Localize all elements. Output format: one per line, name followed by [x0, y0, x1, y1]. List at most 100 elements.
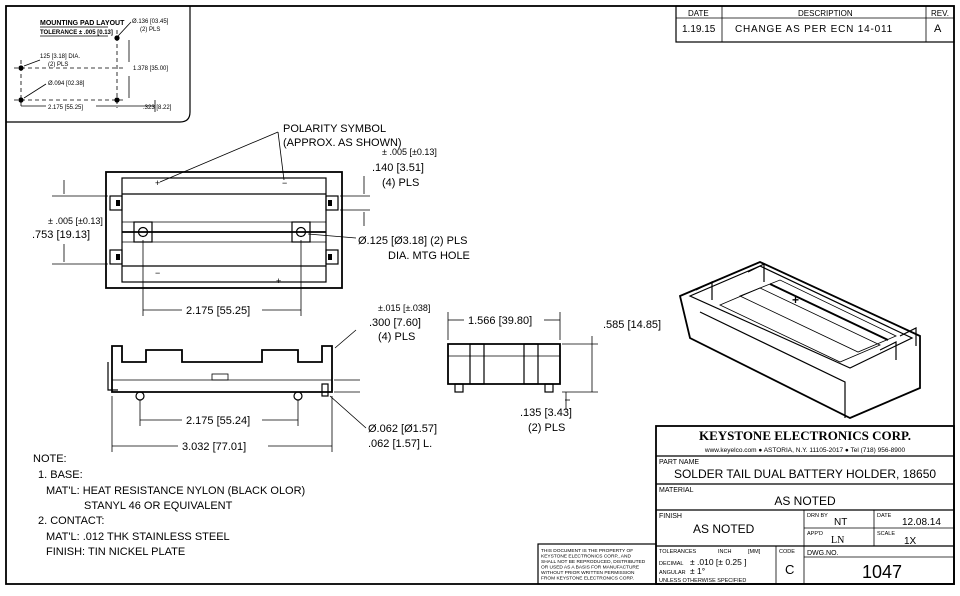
rev-description: CHANGE AS PER ECN 14-011	[735, 24, 893, 35]
minus-mark-bottom: −	[155, 268, 160, 278]
drawn-by-label: DRN BY	[807, 513, 828, 519]
title-block: KEYSTONE ELECTRONICS CORP. www.keyelco.c…	[655, 425, 955, 585]
pad-diameter-label: Ø.094 [02.38]	[48, 81, 85, 87]
top-view: + − − + POLARITY SYMBOL (APPROX. AS SHOW…	[32, 123, 470, 317]
tab-width-tol: ± .005 [±0.13]	[382, 147, 437, 157]
drawn-by: NT	[834, 517, 847, 528]
decimal-tolerance: ± .010 [± 0.25 ]	[690, 557, 747, 567]
angular-tolerance: ± 1°	[690, 566, 705, 576]
side-pin-1	[135, 391, 145, 401]
width-dim: .753 [19.13]	[32, 229, 90, 241]
drawn-date: 12.08.14	[902, 517, 941, 528]
plus-mark-top: +	[155, 178, 160, 188]
mounting-hole-left	[137, 226, 149, 238]
rev-header-date: DATE	[688, 9, 709, 18]
pin-diameter: Ø.062 [Ø1.57]	[368, 423, 437, 435]
material-value: AS NOTED	[774, 494, 836, 508]
minus-mark-top: −	[282, 178, 287, 188]
pad-vertical-dim: 1.378 [35.00]	[133, 66, 168, 72]
isometric-view: +	[678, 261, 921, 419]
disclaimer-line-4: OR USED AS A BASIS FOR MANUFACTURE	[541, 565, 639, 571]
mounting-pad-frame	[6, 6, 191, 123]
notes: NOTE: 1. BASE: MAT'L: HEAT RESISTANCE NY…	[33, 453, 305, 558]
pad-hole-large-qty: (2) PLS	[140, 27, 160, 33]
width-tol: ± .005 [±0.13]	[48, 216, 103, 226]
sheet-border	[5, 5, 955, 585]
hole-callout-1: Ø.125 [Ø3.18] (2) PLS	[358, 235, 467, 247]
scale-value: 1X	[904, 536, 917, 547]
side-view: ±.015 [±.038] .300 [7.60] (4) PLS 2.175 …	[107, 303, 437, 453]
disclaimer-line-6: FROM KEYSTONE ELECTRONICS CORP.	[541, 576, 634, 582]
pad-horizontal-dim: 2.175 [55.25]	[48, 105, 83, 111]
pad-small-hole-qty: (2) PLS	[48, 62, 68, 68]
pin-height-qty: (4) PLS	[378, 331, 415, 343]
notes-contact: 2. CONTACT:	[38, 515, 104, 527]
end-view-outline	[447, 343, 561, 385]
tab-width-qty: (4) PLS	[382, 177, 419, 189]
company-address: www.keyelco.com ● ASTORIA, N.Y. 11105-20…	[704, 447, 906, 454]
part-name-label: PART NAME	[659, 459, 699, 466]
rev-letter: A	[934, 23, 942, 35]
side-pin-spacing: 2.175 [55.24]	[186, 415, 250, 427]
end-foot: .135 [3.43]	[520, 407, 572, 419]
disclaimer-line-3: SHALL NOT BE REPRODUCED, DISTRIBUTED	[541, 559, 646, 565]
tolerances-label: TOLERANCES	[659, 549, 697, 555]
tolerance-mm-label: [MM]	[748, 549, 761, 555]
iso-plus-mark: +	[792, 293, 799, 307]
hole-callout-2: DIA. MTG HOLE	[388, 250, 470, 262]
disclaimer: THIS DOCUMENT IS THE PROPERTY OF KEYSTON…	[537, 543, 657, 585]
pad-offset-dim: .323 [8.22]	[143, 105, 172, 111]
disclaimer-line-5: WITHOUT PRIOR WRITTEN PERMISSION	[541, 570, 635, 576]
notes-title: NOTE:	[33, 453, 67, 465]
pin-height: .300 [7.60]	[369, 317, 421, 329]
code-label: CODE	[779, 549, 795, 555]
overall-length: 3.032 [77.01]	[182, 441, 246, 453]
pad-hole-large-label: Ø.136 [03.45]	[132, 19, 169, 25]
side-pin-2	[293, 391, 303, 401]
code-value: C	[785, 562, 794, 577]
drawing-number: 1047	[862, 562, 902, 582]
notes-contact-finish: FINISH: TIN NICKEL PLATE	[46, 546, 185, 558]
end-foot-qty: (2) PLS	[528, 422, 565, 434]
plus-mark-bottom: +	[276, 276, 281, 286]
date-label: DATE	[877, 513, 892, 519]
pad-small-hole-label: 125 [3.18] DIA.	[40, 54, 80, 60]
finish-label: FINISH	[659, 513, 682, 520]
notes-base-material: MAT'L: HEAT RESISTANCE NYLON (BLACK OLOR…	[46, 485, 305, 497]
end-view: 1.566 [39.80] .585 [14.85] .135 [3.43] (…	[447, 312, 661, 434]
approved-by: LN	[831, 535, 844, 546]
pin-length: .062 [1.57] L.	[368, 438, 432, 450]
top-hole-spacing: 2.175 [55.25]	[186, 305, 250, 317]
notes-base: 1. BASE:	[38, 469, 83, 481]
pin-height-tol: ±.015 [±.038]	[378, 303, 430, 313]
part-name: SOLDER TAIL DUAL BATTERY HOLDER, 18650	[674, 467, 936, 481]
top-view-outline	[105, 171, 343, 289]
iso-outline	[678, 261, 921, 419]
rev-date: 1.19.15	[682, 24, 716, 35]
tab-width: .140 [3.51]	[372, 162, 424, 174]
polarity-label-1: POLARITY SYMBOL	[283, 123, 386, 135]
decimal-label: DECIMAL	[659, 561, 683, 567]
notes-contact-material: MAT'L: .012 THK STAINLESS STEEL	[46, 531, 230, 543]
side-view-outline	[111, 345, 333, 393]
company-name: KEYSTONE ELECTRONICS CORP.	[699, 428, 911, 443]
mounting-pad-layout: MOUNTING PAD LAYOUT TOLERANCE ± .005 [0.…	[6, 6, 191, 123]
notes-base-material-2: STANYL 46 OR EQUIVALENT	[84, 500, 233, 512]
unless-specified: UNLESS OTHERWISE SPECIFIED	[659, 578, 746, 584]
revision-block: DATE DESCRIPTION REV. 1.19.15 CHANGE AS …	[675, 5, 955, 43]
drawing-number-label: DWG.NO.	[807, 550, 839, 557]
mounting-pad-title: MOUNTING PAD LAYOUT	[40, 20, 125, 27]
disclaimer-line-1: THIS DOCUMENT IS THE PROPERTY OF	[541, 548, 633, 554]
mounting-hole-right	[295, 226, 307, 238]
polarity-label-2: (APPROX. AS SHOWN)	[283, 137, 402, 149]
tolerance-inch-label: INCH	[718, 549, 731, 555]
approved-label: APP'D	[807, 531, 823, 537]
end-width: 1.566 [39.80]	[468, 315, 532, 327]
rev-header-description: DESCRIPTION	[798, 9, 853, 18]
scale-label: SCALE	[877, 531, 895, 537]
end-height: .585 [14.85]	[603, 319, 661, 331]
mounting-pad-tolerance: TOLERANCE ± .005 [0.13]	[40, 30, 113, 36]
material-label: MATERIAL	[659, 487, 694, 494]
